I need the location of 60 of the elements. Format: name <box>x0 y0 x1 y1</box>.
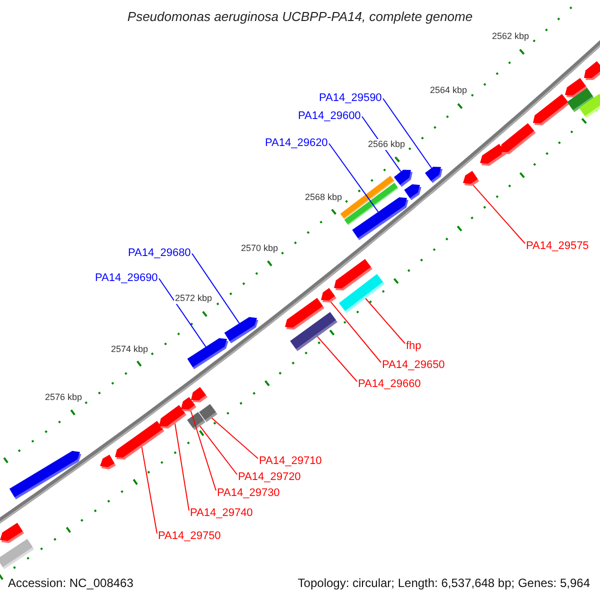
gene-feature <box>394 170 413 187</box>
gene-label: PA14_29730 <box>217 487 280 500</box>
gene-label: PA14_29740 <box>190 507 253 520</box>
leader-line <box>328 143 379 212</box>
gene-feature <box>463 170 480 186</box>
gene-feature <box>224 316 258 344</box>
gene-label: PA14_29650 <box>382 359 445 372</box>
leader-line <box>382 98 432 168</box>
gene-label: PA14_29660 <box>358 378 421 391</box>
gene-feature <box>9 450 82 500</box>
gene-bar <box>338 274 385 313</box>
leader-line <box>472 184 526 244</box>
leader-line <box>365 298 406 344</box>
accession-label: Accession: NC_008463 <box>8 576 134 590</box>
gene-bar <box>579 94 600 118</box>
leader-line <box>190 410 216 491</box>
leader-line <box>158 278 206 348</box>
gene-feature <box>100 454 116 470</box>
leader-line <box>199 426 238 475</box>
gene-label: PA14_29575 <box>526 240 589 253</box>
scale-label: 2562 kbp <box>491 31 530 42</box>
scale-label: 2572 kbp <box>174 293 214 304</box>
gene-feature <box>159 404 186 428</box>
gene-bar <box>187 412 206 430</box>
gene-feature <box>584 61 600 80</box>
gene-label: PA14_29620 <box>265 137 328 150</box>
scale-label: 2564 kbp <box>429 85 468 96</box>
gene-feature <box>321 288 336 303</box>
gene-feature <box>187 338 228 370</box>
gene-feature <box>533 94 570 126</box>
gene-label: PA14_29750 <box>158 530 221 543</box>
gene-feature <box>0 522 24 544</box>
gene-feature <box>191 387 208 402</box>
gene-feature <box>352 197 408 240</box>
leader-line <box>330 302 382 363</box>
scale-label: 2574 kbp <box>110 344 150 355</box>
genome-stats: Topology: circular; Length: 6,537,648 bp; Genes: 5,964 <box>298 576 590 590</box>
scale-label: 2576 kbp <box>44 392 84 403</box>
gene-feature <box>424 166 443 183</box>
gene-label: PA14_29680 <box>128 247 191 260</box>
gene-bar <box>0 538 34 570</box>
gene-label: PA14_29590 <box>319 92 382 105</box>
gene-feature <box>500 123 536 154</box>
scale-label: 2570 kbp <box>240 243 280 254</box>
gene-label: fhp <box>406 340 422 353</box>
gene-bar <box>290 312 338 352</box>
gene-feature <box>115 420 164 460</box>
gene-label: PA14_29710 <box>259 455 322 468</box>
leader-line <box>316 336 358 382</box>
gene-label: PA14_29720 <box>238 471 301 484</box>
gene-label: PA14_29600 <box>298 110 361 123</box>
gene-feature <box>404 184 422 200</box>
leader-line <box>141 446 158 534</box>
scale-label: 2566 kbp <box>367 139 406 150</box>
leader-line <box>174 423 190 511</box>
map-title: Pseudomonas aeruginosa UCBPP-PA14, complete genome <box>127 9 473 24</box>
leader-line <box>211 418 258 459</box>
leader-line <box>192 253 240 324</box>
scale-label: 2568 kbp <box>304 192 344 203</box>
gene-label: PA14_29690 <box>95 272 158 285</box>
